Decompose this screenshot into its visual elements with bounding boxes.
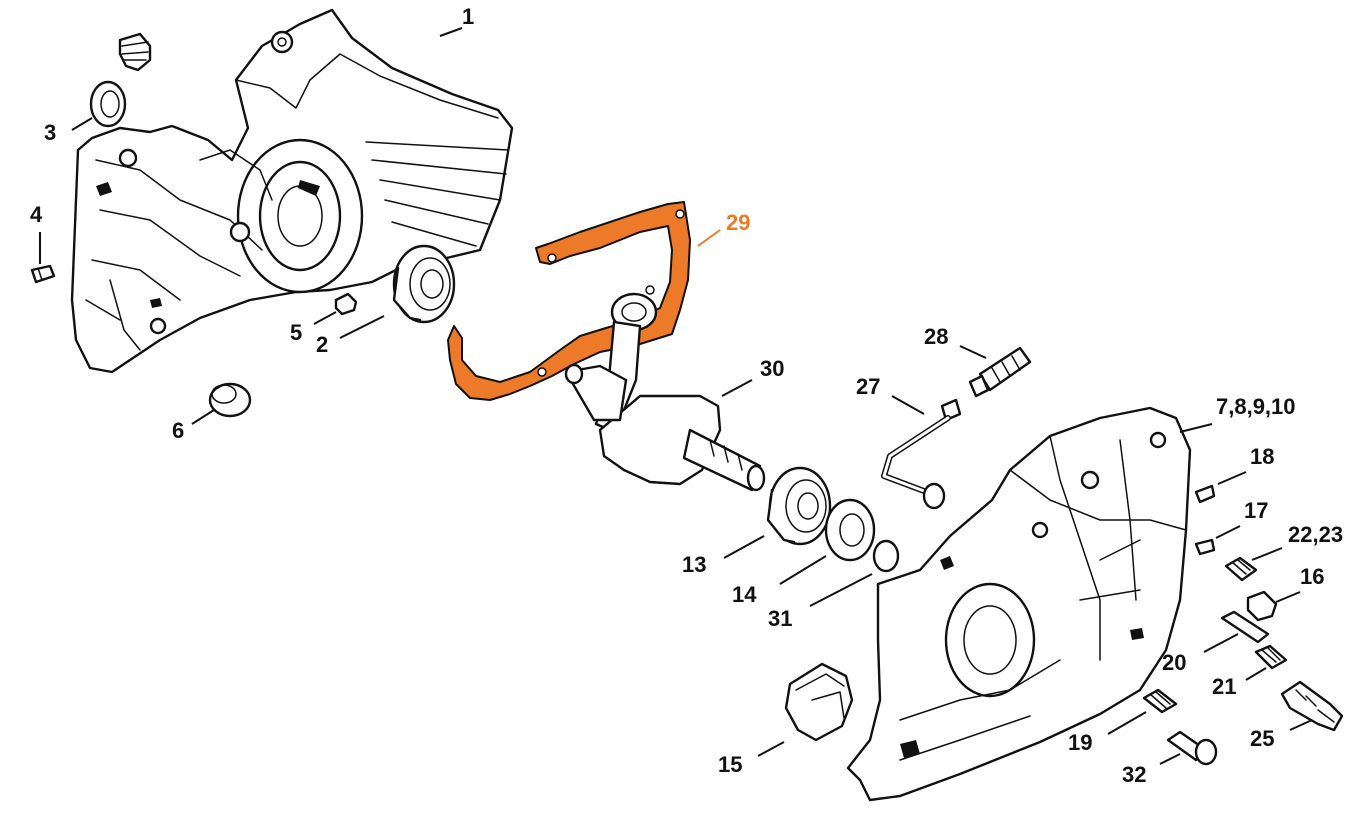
oil-seal-drawing: [89, 80, 127, 128]
part-label-14: 14: [732, 582, 757, 607]
dowel-drawing: [1224, 556, 1258, 582]
crankcase-left-drawing: [70, 8, 514, 374]
oil-pickup-tube-drawing: [881, 398, 962, 510]
connector-drawing: [968, 346, 1032, 398]
part-label-32: 32: [1122, 762, 1146, 787]
part-label-13: 13: [682, 552, 706, 577]
part-label-3: 3: [44, 120, 56, 145]
plug-top-drawing: [118, 32, 152, 72]
collar-stud-drawing: [1280, 680, 1344, 732]
part-label-2: 2: [316, 332, 328, 357]
part-label-5: 5: [290, 320, 302, 345]
annular-buffer-drawing: [784, 662, 854, 742]
part-label-29: 29: [726, 210, 750, 235]
pin-drawing: [30, 264, 56, 284]
pin-20-drawing: [1220, 610, 1270, 644]
oil-seal-2-drawing: [824, 498, 876, 562]
part-label-1: 1: [462, 4, 474, 29]
screw-17-drawing: [1194, 538, 1216, 556]
crankshaft-drawing: [564, 292, 766, 492]
screw-32-drawing: [1166, 730, 1218, 766]
part-label-31: 31: [768, 606, 792, 631]
part-label-28: 28: [924, 324, 948, 349]
circlip-drawing: [872, 539, 900, 573]
screw-18-drawing: [1194, 484, 1216, 504]
part-label-27: 27: [856, 374, 880, 399]
part-label-30: 30: [760, 356, 784, 381]
ball-bearing-drawing: [392, 244, 456, 324]
part-labels: 1 3 4 5 2 6 29 28 27 30 7,8,9,10 18 17 2…: [30, 4, 1343, 787]
part-label-18: 18: [1250, 444, 1274, 469]
sleeve-drawing: [334, 292, 358, 316]
gasket-drawing: [447, 201, 691, 401]
part-label-25: 25: [1250, 726, 1274, 751]
stud-21-drawing: [1254, 644, 1288, 670]
ball-bearing-2-drawing: [766, 466, 832, 546]
part-label-19: 19: [1068, 730, 1092, 755]
part-label-6: 6: [172, 418, 184, 443]
part-label-16: 16: [1300, 564, 1324, 589]
part-label-17: 17: [1244, 498, 1268, 523]
part-label-4: 4: [30, 202, 43, 227]
part-label-15: 15: [718, 752, 742, 777]
part-label-7-8-9-10: 7,8,9,10: [1216, 394, 1296, 419]
leader-lines: [39, 27, 1313, 765]
nut-insert-drawing: [1246, 590, 1278, 622]
plug-bottom-drawing: [208, 382, 252, 418]
part-label-22-23: 22,23: [1288, 522, 1343, 547]
part-label-21: 21: [1212, 674, 1236, 699]
stud-19-drawing: [1142, 688, 1178, 714]
part-label-20: 20: [1162, 650, 1186, 675]
crankcase-right-drawing: [846, 406, 1192, 802]
